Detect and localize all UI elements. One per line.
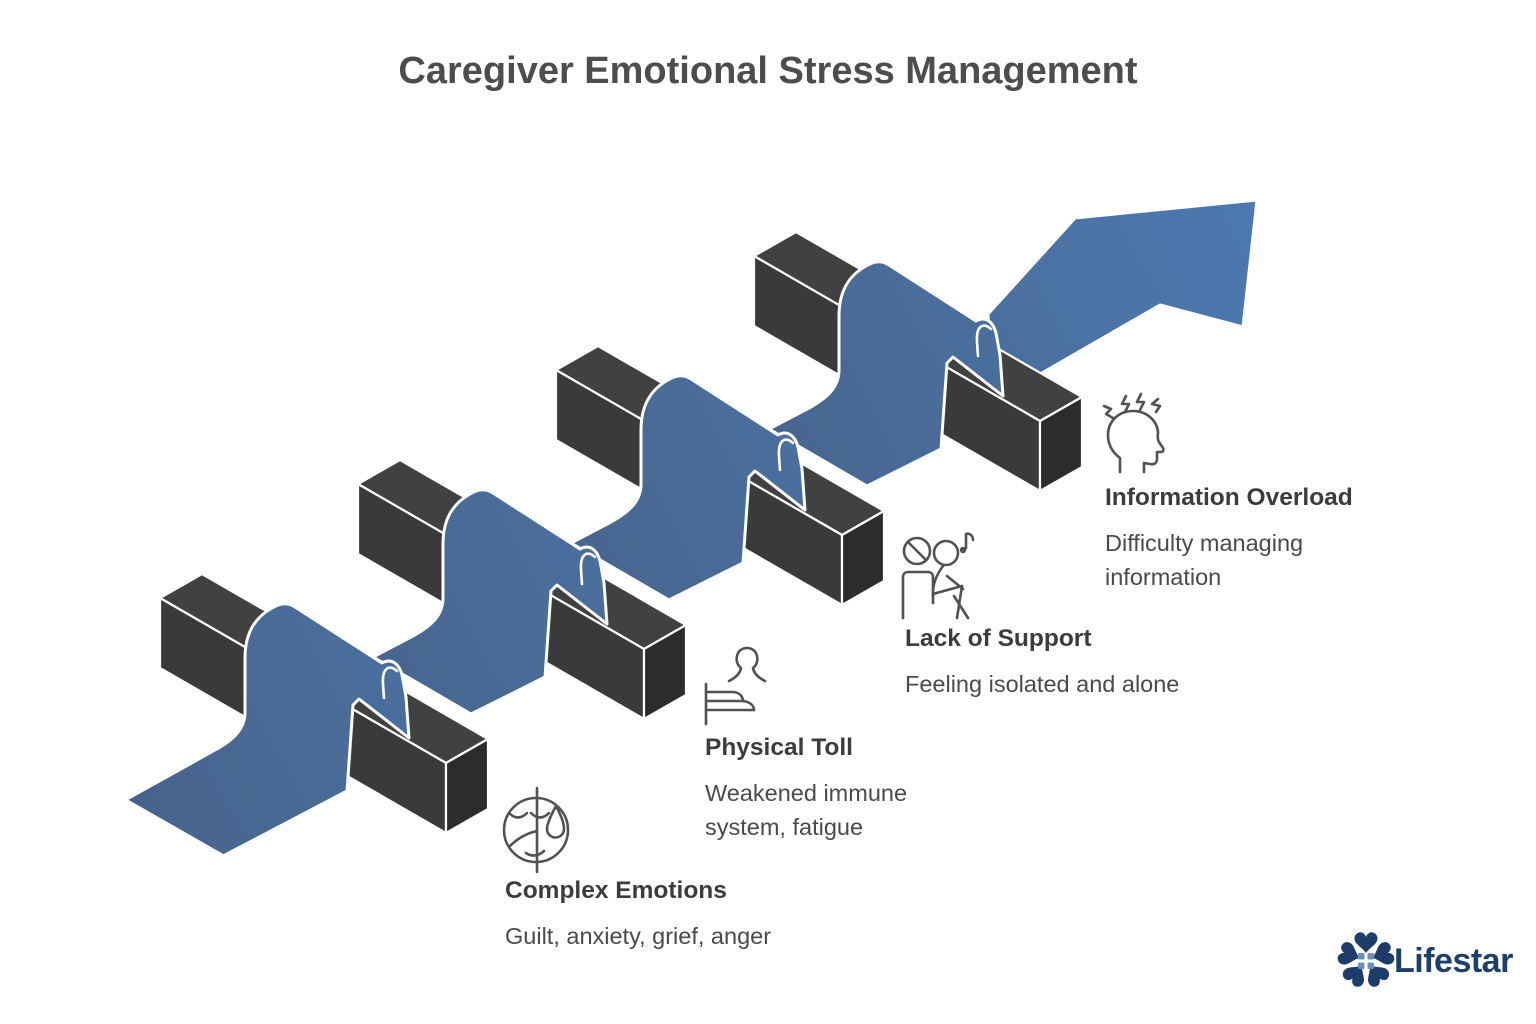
step-desc-lack-of-support: Feeling isolated and alone — [905, 671, 1180, 697]
step-heading-lack-of-support: Lack of Support — [905, 625, 1092, 652]
logo-text: Lifestar — [1394, 942, 1513, 980]
ribbon-hump-1 — [125, 602, 411, 857]
page-title: Caregiver Emotional Stress Management — [398, 50, 1138, 92]
person-sitting-alone-icon — [901, 532, 975, 620]
person-in-bed-icon — [704, 646, 767, 726]
logo-window-squares — [1358, 953, 1374, 969]
step-desc-information-overload: Difficulty managing information — [1105, 530, 1304, 590]
star-petals-icon — [1336, 932, 1396, 990]
step-heading-physical-toll: Physical Toll — [705, 734, 853, 761]
step-desc-physical-toll: Weakened immune system, fatigue — [705, 780, 908, 840]
step-heading-complex-emotions: Complex Emotions — [505, 877, 727, 904]
logo: Lifestar — [1336, 932, 1514, 990]
sad-face-with-tear-icon — [502, 786, 570, 874]
step-desc-complex-emotions: Guilt, anxiety, grief, anger — [505, 923, 772, 949]
head-lightning-icon — [1102, 392, 1165, 474]
step-heading-information-overload: Information Overload — [1105, 484, 1353, 511]
